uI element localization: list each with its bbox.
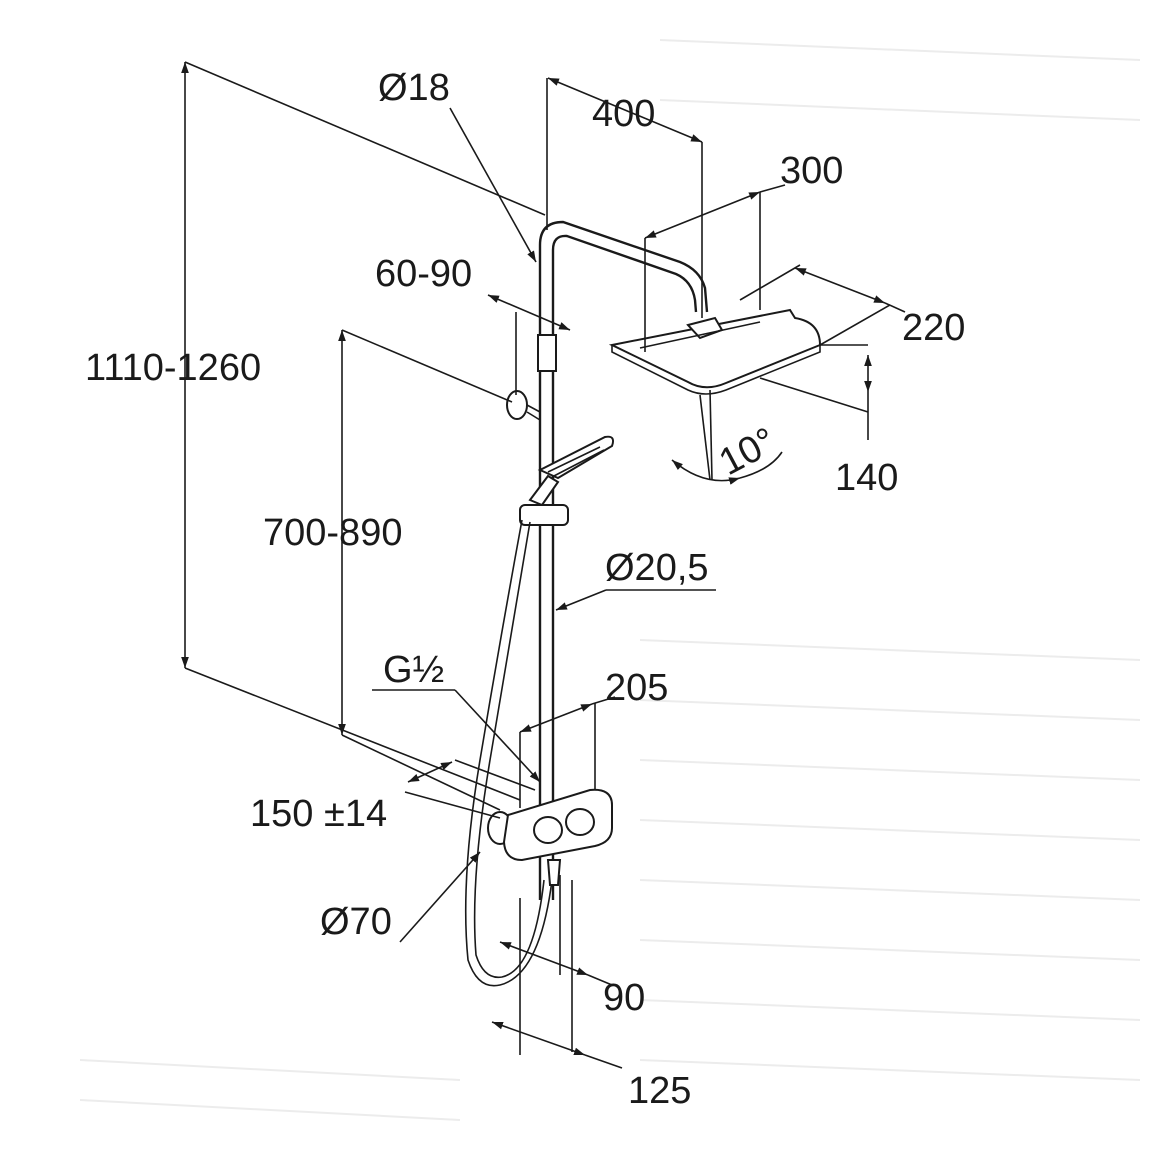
dimension-lines	[181, 61, 906, 1069]
label-rosette-diameter: Ø70	[320, 901, 392, 943]
telescopic-sleeve	[537, 334, 557, 372]
label-head-width: 300	[780, 150, 843, 192]
thermostat-mixer	[487, 788, 613, 886]
background-texture	[79, 39, 1141, 1121]
label-slider-height: 700-890	[263, 512, 402, 554]
head-shower	[608, 308, 822, 395]
mixer-handle-right	[565, 808, 595, 836]
label-centre-distance: 150 ±14	[250, 793, 387, 835]
wall-bracket	[506, 390, 528, 420]
outlet	[546, 859, 562, 886]
label-mixer-projection: 90	[603, 977, 645, 1019]
label-pipe-top-diameter: Ø18	[378, 67, 450, 109]
label-total-height: 1110-1260	[85, 347, 261, 389]
label-thread: G½	[383, 649, 444, 691]
label-head-height: 140	[835, 457, 898, 499]
label-outlet-projection: 125	[628, 1070, 691, 1112]
label-arm-length: 400	[592, 93, 655, 135]
label-head-tilt: 10°	[713, 420, 783, 484]
label-pipe-lower-diameter: Ø20,5	[605, 547, 709, 589]
slider	[519, 504, 569, 526]
label-head-depth: 220	[902, 307, 965, 349]
label-mixer-width: 205	[605, 667, 668, 709]
mixer-handle-left	[533, 816, 563, 844]
label-wall-bracket: 60-90	[375, 253, 472, 295]
